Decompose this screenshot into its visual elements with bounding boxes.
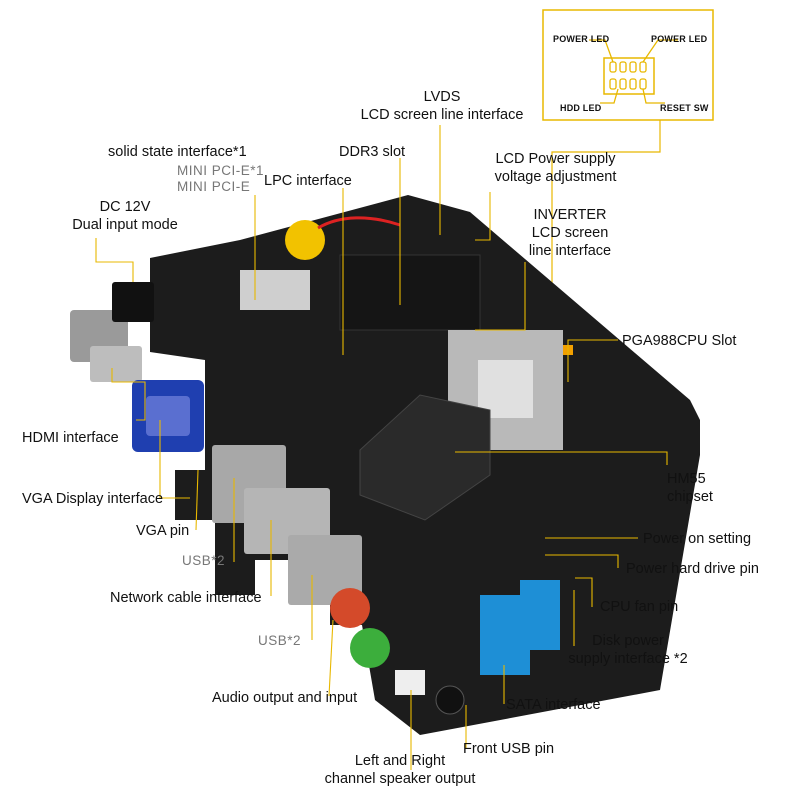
mini-pcie-label-1: MINI PCI-E*1 <box>177 163 265 178</box>
speaker-line-2: channel speaker output <box>324 771 476 787</box>
vga-display-label: VGA Display interface <box>22 491 164 507</box>
inverter-line-2: LCD screen <box>531 225 609 241</box>
reset-sw-label: RESET SW <box>660 103 709 113</box>
front-usb-label: Front USB pin <box>463 741 555 757</box>
ddr3-label: DDR3 slot <box>339 144 406 160</box>
power-on-label: Power on setting <box>643 531 752 547</box>
power-hdd-label: Power hard drive pin <box>626 561 759 577</box>
leader-lines <box>95 125 668 770</box>
pin-header-icon <box>589 39 678 104</box>
disk-power-label: Disk power supply interface *2 <box>548 632 708 668</box>
pga988-label: PGA988CPU Slot <box>622 333 737 349</box>
dc-line-2: Dual input mode <box>72 217 178 233</box>
lcd-power-line-1: LCD Power supply <box>495 151 616 167</box>
hm55-line-1: HM55 <box>667 471 706 487</box>
speaker-line-1: Left and Right <box>354 753 446 769</box>
motherboard <box>70 195 700 735</box>
inverter-line-3: line interface <box>528 243 612 259</box>
vga-pin-label: VGA pin <box>136 523 190 539</box>
speaker-header <box>395 670 425 695</box>
ddr3-slot <box>339 254 481 331</box>
power-led-right-label: POWER LED <box>651 34 708 44</box>
inverter-line-1: INVERTER <box>533 207 607 223</box>
sata-label: SATA interface <box>506 697 601 713</box>
usb-port-2 <box>288 535 362 605</box>
lpc-label: LPC interface <box>264 173 352 189</box>
audio-red-jack <box>330 588 370 628</box>
dc-line-1: DC 12V <box>99 199 151 215</box>
lcd-power-line-2: voltage adjustment <box>494 169 617 185</box>
mini-pcie-slot <box>240 270 310 310</box>
mini-pcie-label-2: MINI PCI-E <box>177 179 251 194</box>
hm55-label: HM55 chipset <box>667 470 713 506</box>
pin-header-leader <box>551 120 661 300</box>
disk-power-line-1: Disk power <box>592 633 664 649</box>
dc-power-connector <box>112 282 154 322</box>
cmos-battery <box>285 220 325 260</box>
lcd-power-label: LCD Power supply voltage adjustment <box>478 150 633 186</box>
speaker-label: Left and Right channel speaker output <box>305 752 495 788</box>
cpu-fan-label: CPU fan pin <box>600 599 679 615</box>
chipset-heatsink <box>359 394 491 521</box>
usb-label-1: USB*2 <box>182 553 226 568</box>
audio-label: Audio output and input <box>212 690 358 706</box>
lvds-label: LVDS LCD screen line interface <box>342 88 542 124</box>
pin-header-inset-frame <box>542 9 714 121</box>
solid-state-label: solid state interface*1 <box>108 144 247 160</box>
network-label: Network cable interface <box>110 590 262 606</box>
lvds-line-2: LCD screen line interface <box>360 107 524 123</box>
hdd-led-label: HDD LED <box>560 103 602 113</box>
lvds-line-1: LVDS <box>423 89 461 105</box>
usb-label-2: USB*2 <box>258 633 302 648</box>
hm55-line-2: chipset <box>667 489 713 505</box>
power-led-left-label: POWER LED <box>553 34 610 44</box>
audio-green-jack <box>350 628 390 668</box>
inverter-label: INVERTER LCD screen line interface <box>510 206 630 260</box>
hdmi-label: HDMI interface <box>22 430 119 446</box>
disk-power-line-2: supply interface *2 <box>568 651 688 667</box>
dc-input-label: DC 12V Dual input mode <box>45 198 205 234</box>
sata-port-2 <box>520 580 560 650</box>
hdmi-port <box>90 346 142 382</box>
